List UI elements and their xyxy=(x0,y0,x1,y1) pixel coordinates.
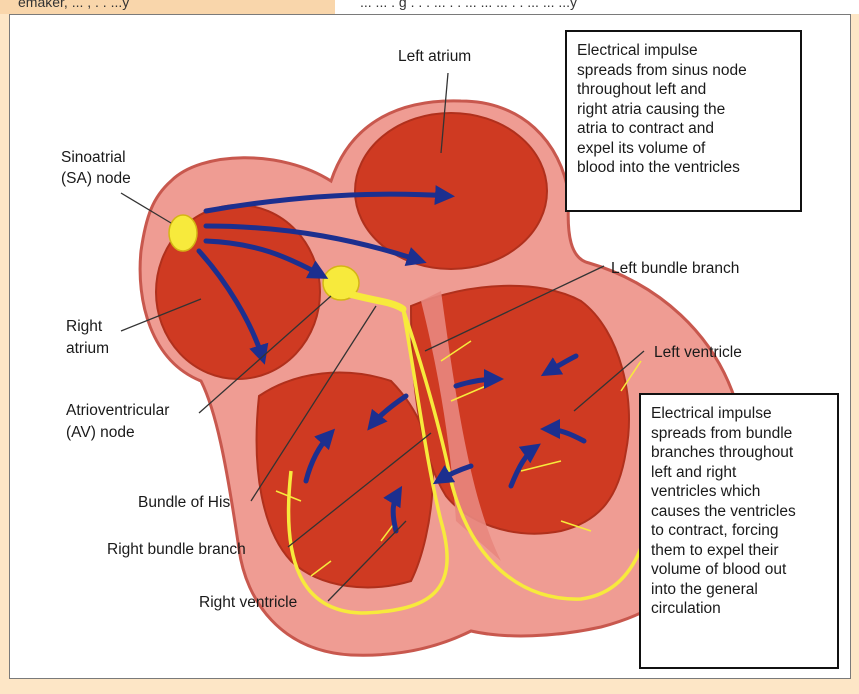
label-left-ventricle: Left ventricle xyxy=(654,344,742,361)
sa-node xyxy=(169,215,197,251)
callout-atria: Electrical impulse spreads from sinus no… xyxy=(565,30,802,212)
label-av-node-line1: Atrioventricular xyxy=(66,402,169,419)
label-left-bundle-branch: Left bundle branch xyxy=(611,260,739,277)
label-right-atrium-line1: Right xyxy=(66,318,103,335)
label-right-atrium-line2: atrium xyxy=(66,340,109,357)
label-sa-node-line1: Sinoatrial xyxy=(61,149,126,166)
top-strip: emaker, ... , . . ...y ... ... . g . . .… xyxy=(0,0,859,14)
label-right-ventricle: Right ventricle xyxy=(199,594,297,611)
label-left-atrium: Left atrium xyxy=(398,48,471,65)
top-strip-right-text: ... ... . g . . . ... . . ... ... ... . … xyxy=(360,0,577,10)
callout-ventricles: Electrical impulse spreads from bundle b… xyxy=(639,393,839,669)
top-strip-left-text: emaker, ... , . . ...y xyxy=(18,0,129,10)
label-bundle-of-his: Bundle of His xyxy=(138,494,230,511)
label-right-bundle-branch: Right bundle branch xyxy=(107,541,246,558)
left-atrium-chamber xyxy=(355,113,547,269)
label-av-node-line2: (AV) node xyxy=(66,424,135,441)
diagram-frame: Left atrium Sinoatrial (SA) node Right a… xyxy=(9,14,851,679)
label-sa-node-line2: (SA) node xyxy=(61,170,131,187)
